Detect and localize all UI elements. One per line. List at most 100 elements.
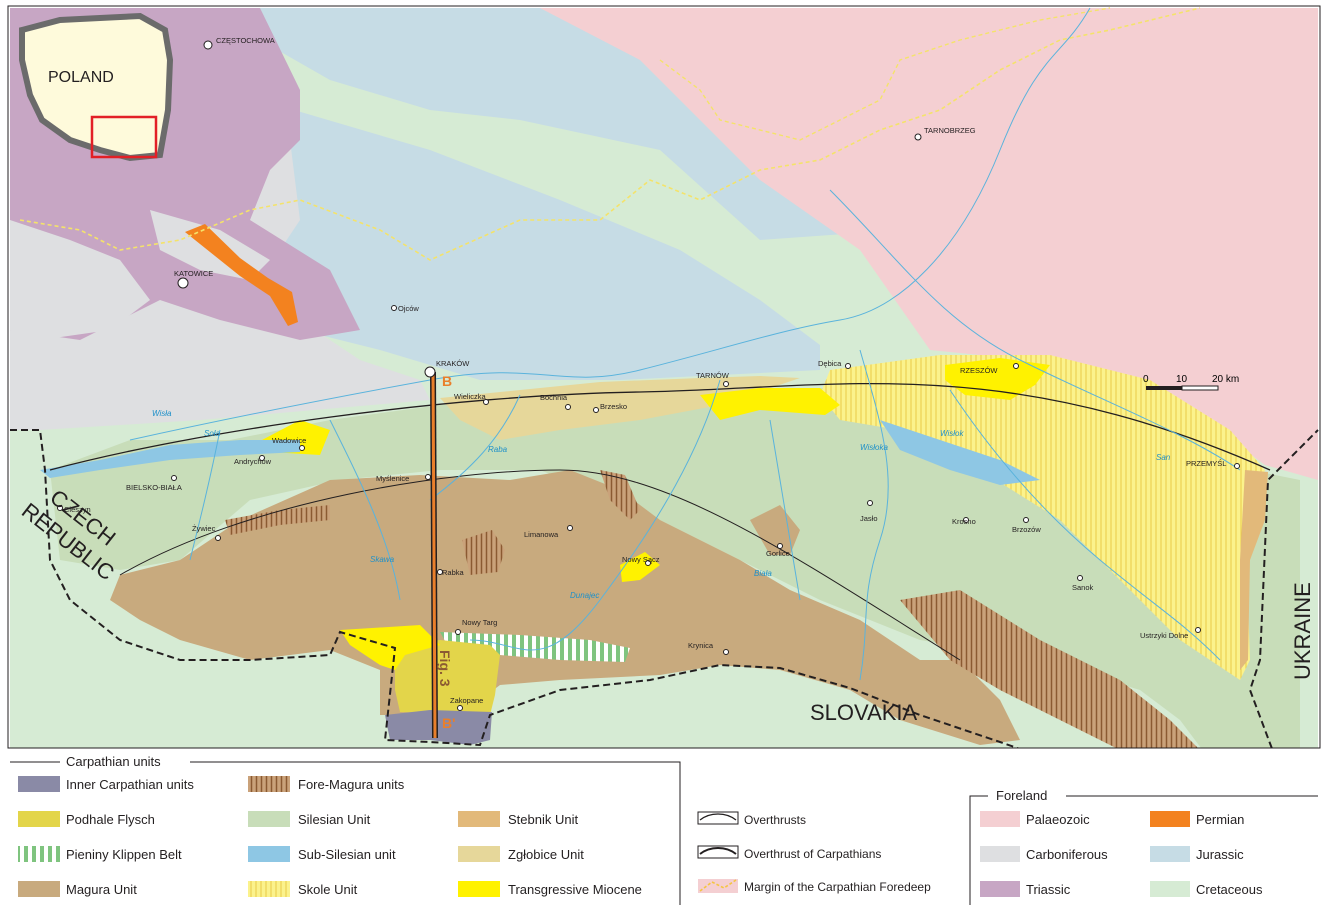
legend-label: Silesian Unit	[298, 812, 371, 827]
inset-poland-label: POLAND	[48, 69, 114, 86]
legend-swatch	[248, 811, 290, 827]
transgressive-miocene-west	[340, 625, 440, 670]
scale-bar: 0 10 20 km	[1143, 374, 1239, 391]
legend-label: Jurassic	[1196, 847, 1244, 862]
river-label: San	[1156, 453, 1171, 462]
city-label: Limanowa	[524, 530, 559, 539]
city-label: PRZEMYŚL	[1186, 459, 1226, 468]
legend-background	[0, 748, 1326, 908]
scale-tick-0: 0	[1143, 374, 1149, 385]
city-label: BIELSKO-BIAŁA	[126, 483, 182, 492]
poland-outline	[19, 12, 174, 162]
legend-swatch	[1150, 846, 1190, 862]
sub-silesian-strip	[40, 440, 300, 478]
legend-label: Overthrust of Carpathians	[744, 847, 881, 861]
country-label-ukraine: UKRAINE	[1290, 582, 1315, 680]
legend-label: Sub-Silesian unit	[298, 847, 396, 862]
legend-swatch	[18, 811, 60, 827]
city-label: Brzesko	[600, 402, 627, 411]
fore-magura-west	[225, 505, 330, 535]
skawa-river	[329, 419, 401, 601]
scale-tick-20: 20 km	[1212, 374, 1239, 385]
vistula-river	[129, 7, 1091, 441]
legend-swatch	[458, 811, 500, 827]
legend-label: Transgressive Miocene	[508, 882, 642, 897]
legend-label: Fore-Magura units	[298, 777, 405, 792]
legend-label: Magura Unit	[66, 882, 137, 897]
cross-section-line-inner	[431, 371, 437, 739]
map-frame	[7, 5, 1321, 749]
overthrusts-symbol	[699, 813, 737, 821]
city-markers: CZĘSTOCHOWA KATOWICE Ojców KRAKÓW TARNOB…	[57, 36, 1240, 711]
san-river	[829, 189, 1241, 471]
city-label: Krynica	[688, 641, 714, 650]
inset-study-area-box	[90, 115, 158, 159]
city-label: Rabka	[442, 568, 465, 577]
jurassic-mid	[260, 100, 820, 380]
city-label: Gorlice	[766, 549, 790, 558]
fore-magura-center	[462, 530, 505, 575]
city-label: Jasło	[860, 514, 878, 523]
sola-river	[189, 429, 221, 561]
transgressive-miocene-rzeszow	[945, 358, 1050, 400]
biala-river	[769, 419, 801, 601]
city-label: TARNOBRZEG	[924, 126, 976, 135]
legend-swatch	[458, 881, 500, 897]
silesian-unit	[50, 385, 1300, 810]
city-label: Wieliczka	[454, 392, 486, 401]
pieniny-klippen-belt	[440, 632, 630, 662]
legend-label: Skole Unit	[298, 882, 358, 897]
river-label: Wisłok	[940, 429, 964, 438]
city-label: Dębica	[818, 359, 842, 368]
legend-label: Inner Carpathian units	[66, 777, 194, 792]
city-label: CZĘSTOCHOWA	[216, 36, 275, 45]
city-label: Sanok	[1072, 583, 1094, 592]
legend-swatch	[18, 776, 60, 792]
transgressive-miocene-tarnow	[700, 388, 840, 420]
zglobice-unit	[440, 376, 800, 440]
city-label: Nowy Sącz	[622, 555, 660, 564]
river-label: Wisłoka	[860, 443, 888, 452]
podhale-flysch	[395, 640, 500, 715]
country-label-slovakia: SLOVAKIA	[810, 700, 918, 725]
section-label: Fig. 3	[437, 650, 453, 687]
rivers	[129, 7, 1241, 681]
wisloka-river	[859, 349, 889, 681]
city-label: Andrychów	[234, 457, 272, 466]
river-label: Dunajec	[570, 591, 599, 600]
inner-carpathian	[385, 710, 492, 745]
overthrust-carpathians-line	[49, 382, 1271, 471]
river-label: Raba	[488, 445, 508, 454]
magura-gorlice-lobe	[750, 505, 800, 555]
magura-unit	[110, 470, 1020, 745]
city-label: Wadowice	[272, 436, 306, 445]
city-label: Myślenice	[376, 474, 409, 483]
city-label: Brzozów	[1012, 525, 1041, 534]
city-label: Zakopane	[450, 696, 483, 705]
palaeozoic-area	[540, 8, 1318, 480]
city-label: Nowy Targ	[462, 618, 497, 627]
legend-carpathian-title: Carpathian units	[66, 754, 161, 769]
sub-silesian-east	[880, 420, 1040, 485]
fore-magura-north	[600, 470, 640, 520]
legend-swatch	[980, 846, 1020, 862]
legend-swatch	[1150, 811, 1190, 827]
section-end-label: B'	[442, 715, 455, 731]
legend-swatch	[248, 846, 290, 862]
section-start-label: B	[442, 373, 452, 389]
legend-label: Margin of the Carpathian Foredeep	[744, 880, 931, 894]
skole-unit	[820, 355, 1265, 680]
legend-swatch	[18, 846, 60, 862]
wislok-river	[949, 389, 1221, 661]
legend-label: Stebnik Unit	[508, 812, 578, 827]
river-label: Wisła	[152, 409, 172, 418]
legend-label: Overthrusts	[744, 813, 806, 827]
legend-swatch	[248, 881, 290, 897]
legend-swatch	[458, 846, 500, 862]
city-label: RZESZÓW	[960, 366, 998, 375]
foredeep-margin	[19, 7, 1201, 261]
legend-swatch	[1150, 881, 1190, 897]
legend-swatch	[248, 776, 290, 792]
river-label: Soła	[204, 429, 221, 438]
carboniferous-west	[10, 220, 150, 340]
